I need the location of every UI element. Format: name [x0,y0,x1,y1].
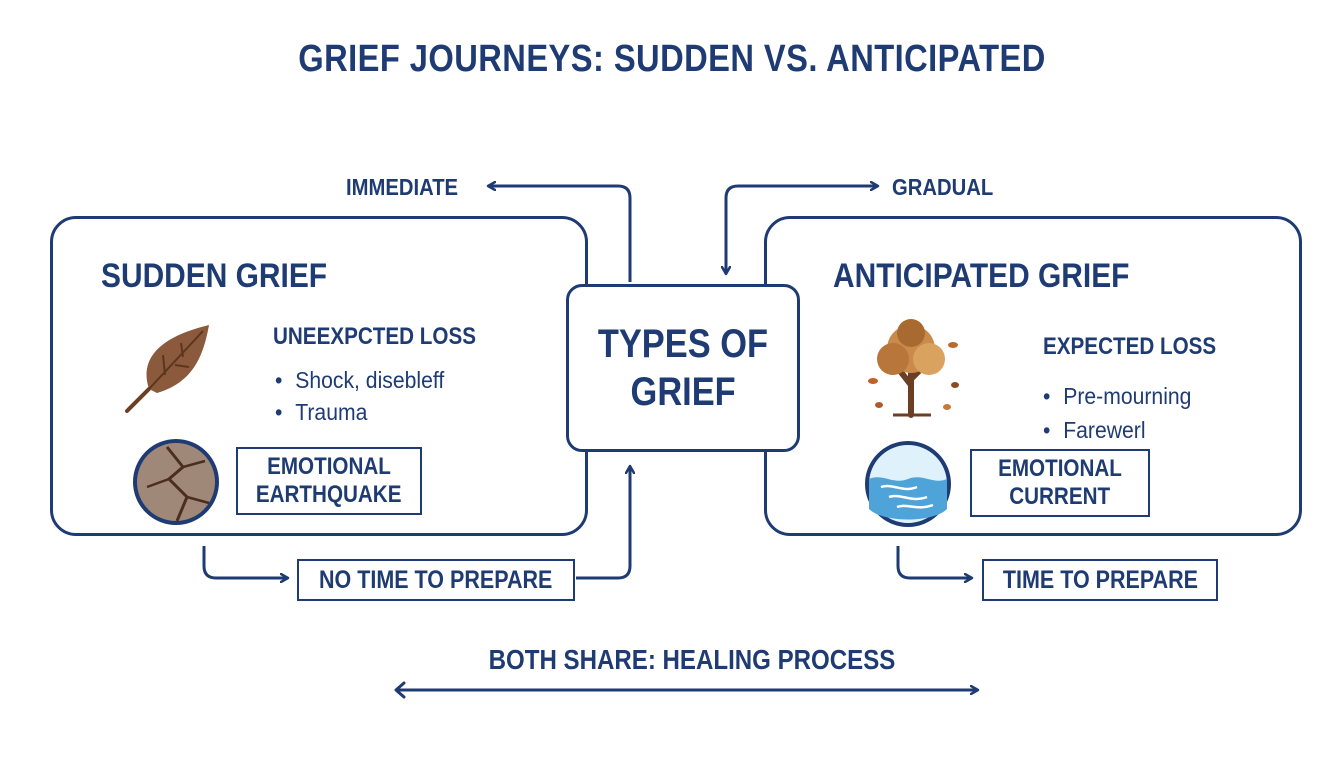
label-immediate: IMMEDIATE [346,174,459,200]
sudden-bullet-2: Trauma [275,399,367,426]
arrow-sudden-prep [202,546,288,578]
sudden-subtitle: UNEEXPCTED LOSS [273,323,477,350]
emotional-current-box: EMOTIONAL CURRENT [970,449,1150,517]
anticipated-subtitle: EXPECTED LOSS [1043,333,1217,360]
cracked-ground-icon [131,437,221,532]
anticipated-title: ANTICIPATED GRIEF [833,257,1130,295]
arrow-anticipated-prep [896,546,972,578]
arrow-immediate [488,186,632,282]
anticipated-bullet-1: Pre-mourning [1043,383,1191,410]
arrow-gradual-down [726,184,739,274]
time-to-prepare-box: TIME TO PREPARE [982,559,1218,601]
healing-process-label: BOTH SHARE: HEALING PROCESS [488,644,896,675]
arrow-prep-center [576,466,630,580]
sudden-title: SUDDEN GRIEF [101,257,328,295]
sudden-bullet-1: Shock, disebleff [275,367,444,394]
anticipated-bullet-2: Farewerl [1043,417,1145,444]
page-title: GRIEF JOURNEYS: SUDDEN VS. ANTICIPATED [298,38,1046,80]
types-of-grief-box: TYPES OF GRIEF [566,284,800,452]
emotional-earthquake-box: EMOTIONAL EARTHQUAKE [236,447,422,515]
no-time-to-prepare-box: NO TIME TO PREPARE [297,559,575,601]
autumn-tree-icon [859,315,969,426]
water-current-icon [863,439,953,534]
leaf-icon [117,319,217,424]
label-gradual: GRADUAL [892,174,994,200]
anticipated-grief-panel: ANTICIPATED GRIEF EXPECTED LOSS Pre-mour… [764,216,1302,536]
